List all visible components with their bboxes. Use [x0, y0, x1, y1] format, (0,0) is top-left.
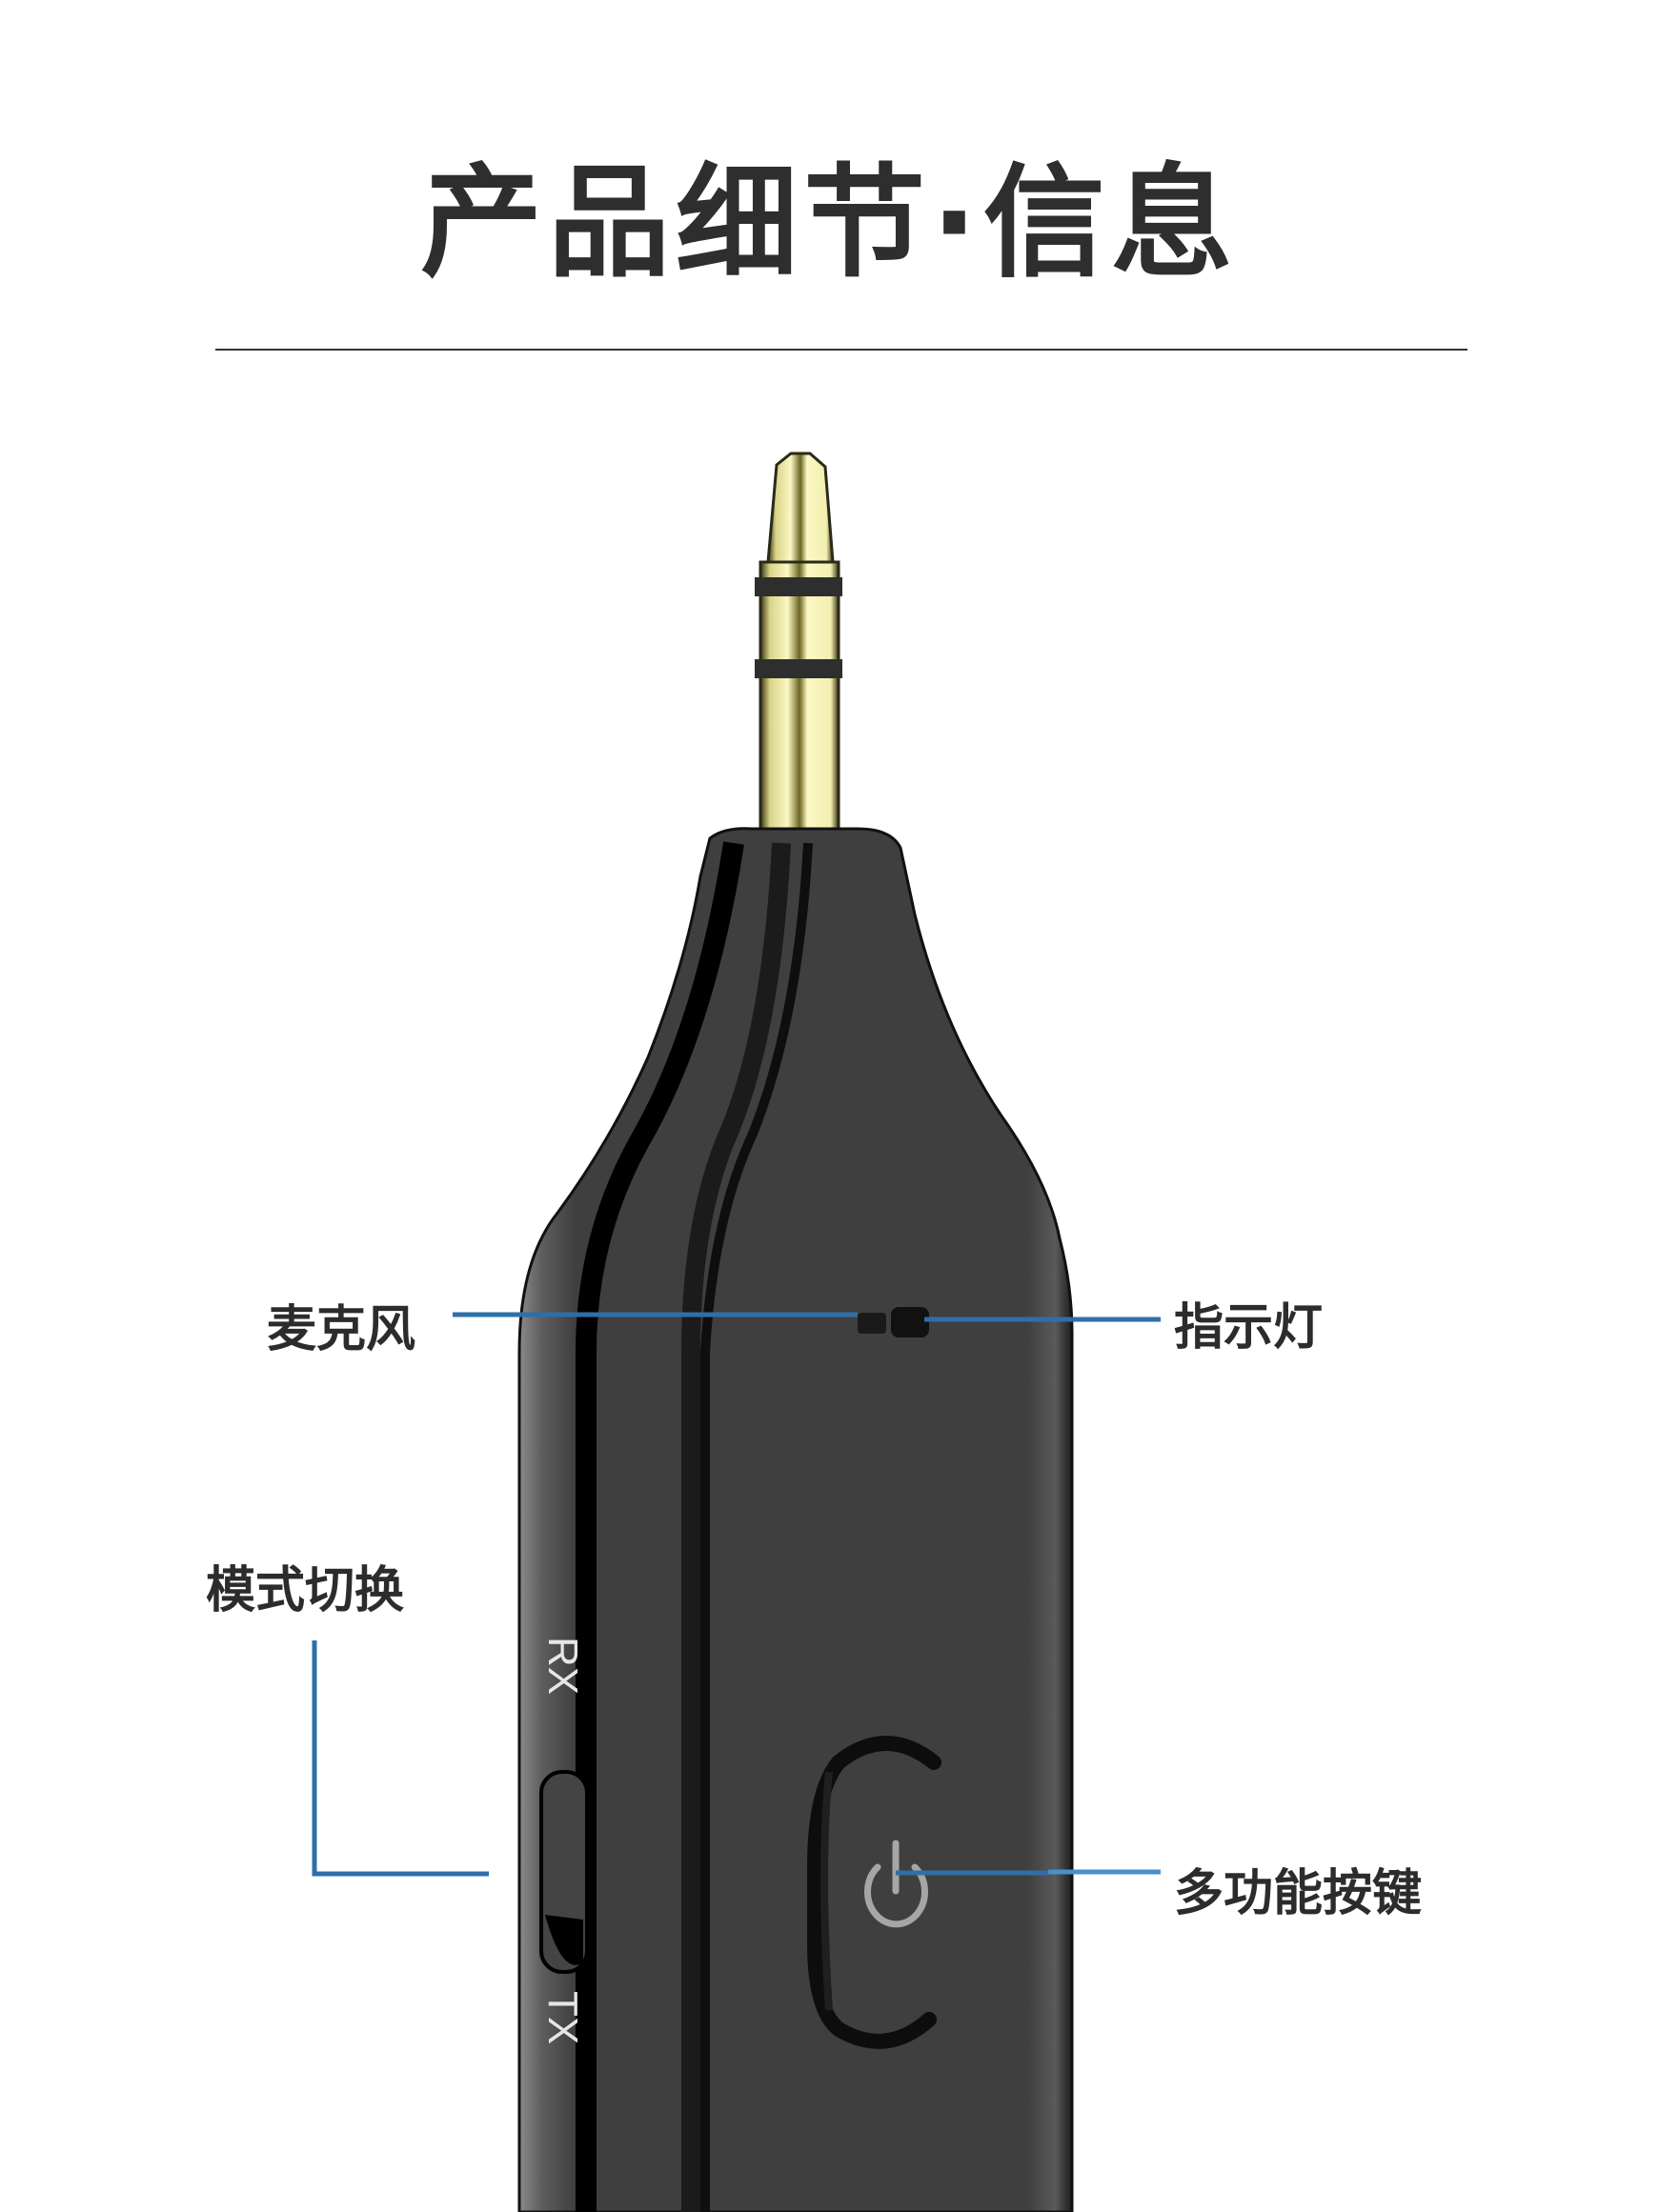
power-icon: [864, 1840, 928, 1928]
title-divider: [215, 349, 1467, 351]
indicator-label: 指示灯: [1174, 1299, 1324, 1357]
device-body: [517, 827, 1074, 2212]
indicator-led: [891, 1307, 929, 1337]
callout-lines: [312, 1312, 1161, 1877]
microphone-hole: [858, 1313, 886, 1334]
mode-switch: [539, 1770, 589, 1974]
mode-switch-callout-line: [312, 1640, 489, 1877]
tx-label: TX: [539, 1991, 586, 2045]
rx-label: RX: [539, 1637, 586, 1696]
microphone-label: 麦克风: [267, 1301, 416, 1358]
multifunction-button-label: 多功能按键: [1174, 1865, 1423, 1922]
mode-switch-label: 模式切换: [206, 1562, 405, 1619]
multifunction-button: [807, 1736, 941, 2049]
page-title: 产品细节·信息: [420, 152, 1239, 294]
audio-jack-plug: [755, 452, 842, 835]
